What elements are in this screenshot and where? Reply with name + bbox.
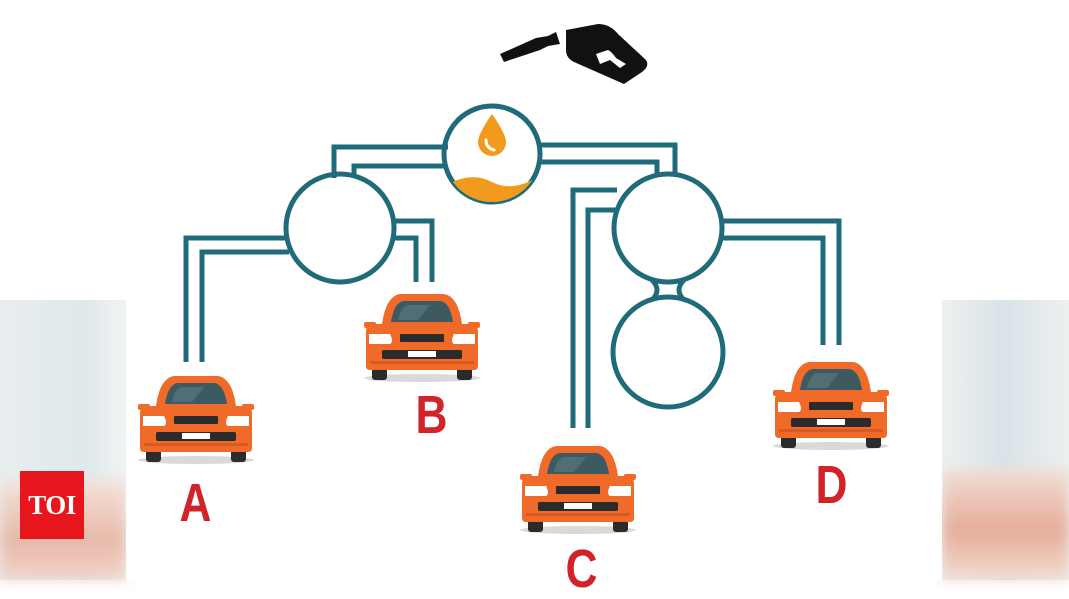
fuel-drop-icon — [478, 114, 506, 156]
label-a: A — [179, 473, 212, 533]
car-icon — [364, 294, 480, 382]
car-icon — [520, 446, 636, 534]
car-icon — [773, 362, 889, 450]
label-b: B — [415, 385, 448, 445]
tank-right-lower — [610, 294, 726, 410]
fuel-pipe-diagram — [138, 24, 889, 534]
fuel-nozzle-icon — [500, 24, 648, 84]
label-d: D — [815, 455, 848, 515]
car-icon — [138, 376, 254, 464]
toi-logo[interactable]: TOI — [20, 471, 84, 539]
tank-left — [283, 171, 397, 285]
tank-right-upper — [611, 171, 725, 285]
label-c: C — [565, 539, 598, 599]
background-blur-right — [942, 470, 1069, 580]
